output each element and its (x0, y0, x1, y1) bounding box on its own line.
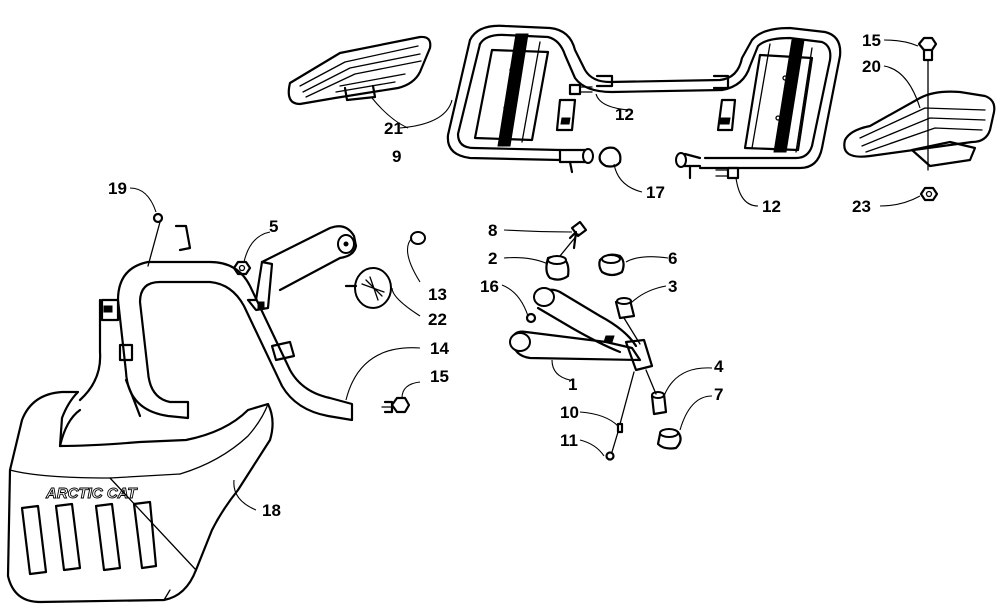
part-upper-bracket (246, 225, 392, 362)
part-9-footrest-frame (446, 24, 842, 180)
part-front-rack-tube (100, 224, 354, 422)
callout-23: 23 (852, 197, 871, 216)
callout-labels: 19 5 13 22 14 15 18 21 9 12 17 12 15 20 … (108, 31, 881, 520)
part-16-nut (525, 312, 537, 324)
part-10-washer (616, 422, 624, 434)
callout-15-left: 15 (430, 367, 449, 386)
callout-1: 1 (568, 375, 577, 394)
part-17-plug (598, 146, 622, 168)
callout-5: 5 (269, 217, 278, 236)
part-1-a-arm (509, 287, 654, 372)
callout-11: 11 (560, 431, 578, 450)
part-3-bushing (614, 297, 636, 320)
hardware-screw-12-upper (568, 83, 593, 96)
part-7-cap (656, 428, 682, 450)
part-2-bushing (545, 255, 570, 281)
leader-lines (129, 39, 921, 511)
bumper-logo: ARCTIC CAT (45, 485, 138, 502)
callout-7: 7 (714, 385, 723, 404)
hardware-nut-5 (232, 260, 252, 276)
part-6-cap (598, 253, 625, 277)
hardware-nut-23 (919, 186, 939, 202)
part-18-front-bumper: ARCTIC CAT (6, 298, 274, 604)
callout-9: 9 (392, 147, 401, 166)
callout-3: 3 (668, 277, 677, 296)
part-20-footrest-right (843, 90, 996, 168)
callout-10: 10 (560, 403, 579, 422)
callout-2: 2 (488, 249, 497, 268)
callout-4: 4 (714, 357, 724, 376)
callout-12-lower: 12 (762, 197, 781, 216)
part-21-footrest-left (287, 35, 432, 106)
hardware-screw-19 (152, 212, 164, 224)
hardware-bolt-13 (410, 231, 426, 245)
callout-13: 13 (428, 285, 447, 304)
hardware-bolt-15-left (381, 396, 411, 414)
alignment-lines (147, 221, 657, 453)
callout-14: 14 (430, 339, 449, 358)
hardware-bolt-15-top (917, 36, 938, 171)
callout-18: 18 (262, 501, 281, 520)
callout-12-upper: 12 (615, 105, 634, 124)
part-11-nut (605, 451, 615, 461)
part-8-bolt (568, 220, 588, 250)
callout-20: 20 (862, 57, 881, 76)
hardware-screw-12-lower (715, 166, 740, 180)
callout-16: 16 (480, 277, 499, 296)
callout-15-top: 15 (862, 31, 881, 50)
callout-6: 6 (668, 249, 677, 268)
callout-19: 19 (108, 179, 127, 198)
callout-8: 8 (488, 221, 497, 240)
callout-21: 21 (384, 119, 403, 138)
callout-22: 22 (428, 310, 447, 329)
callout-17: 17 (646, 183, 665, 202)
